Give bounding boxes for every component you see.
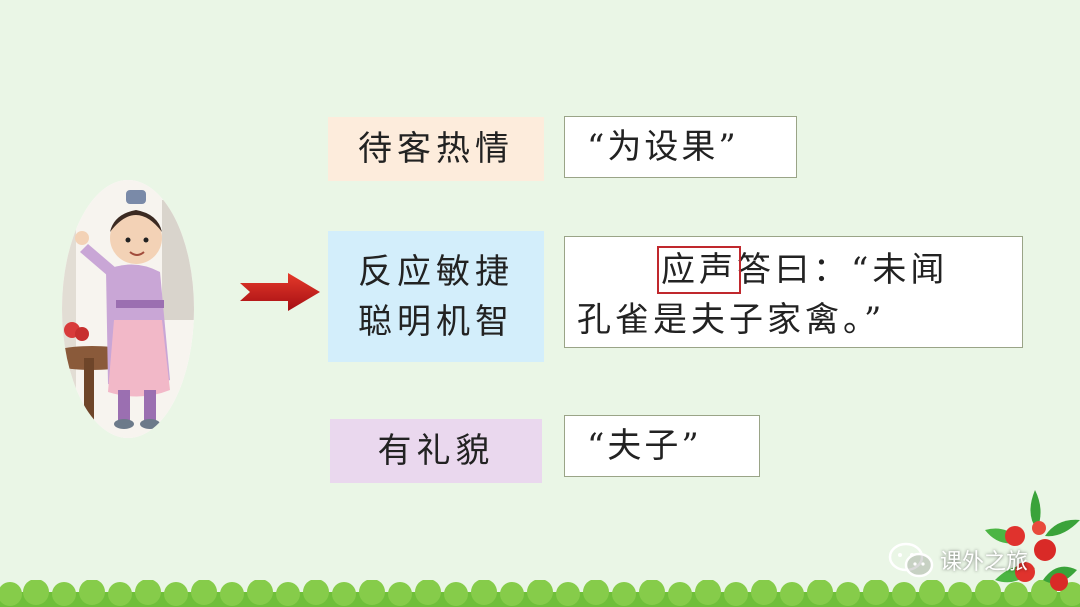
quote-box-2: 应声答曰：“未闻 孔雀是夫子家禽。” — [564, 236, 1023, 348]
quote-text: “夫子” — [587, 426, 702, 466]
wechat-icon — [888, 542, 934, 578]
quote-box-3: “夫子” — [564, 415, 760, 477]
boy-figure-icon — [62, 180, 194, 438]
quote-line-1: 应声答曰：“未闻 — [577, 245, 1022, 295]
quote-text: “为设果” — [587, 127, 739, 167]
flower-decoration-icon — [985, 490, 1080, 591]
trait-label-polite: 有礼貌 — [330, 419, 542, 483]
highlighted-word: 应声 — [657, 246, 741, 294]
trait-label-quick-witted: 反应敏捷 聪明机智 — [328, 231, 544, 362]
trait-text: 待客热情 — [358, 129, 514, 169]
grass-border — [0, 580, 1080, 607]
watermark: 课外之旅 — [888, 542, 1028, 578]
boy-illustration — [62, 180, 194, 438]
watermark-text: 课外之旅 — [940, 550, 1029, 575]
trait-text: 有礼貌 — [377, 431, 495, 471]
quote-text: 答曰：“未闻 — [737, 250, 949, 290]
quote-line-2: 孔雀是夫子家禽。” — [577, 300, 886, 340]
trait-label-hospitable: 待客热情 — [328, 117, 544, 181]
quote-box-1: “为设果” — [564, 116, 797, 178]
arrow-right-icon — [240, 273, 320, 311]
trait-text: 反应敏捷 — [358, 251, 514, 292]
trait-text: 聪明机智 — [358, 301, 514, 342]
